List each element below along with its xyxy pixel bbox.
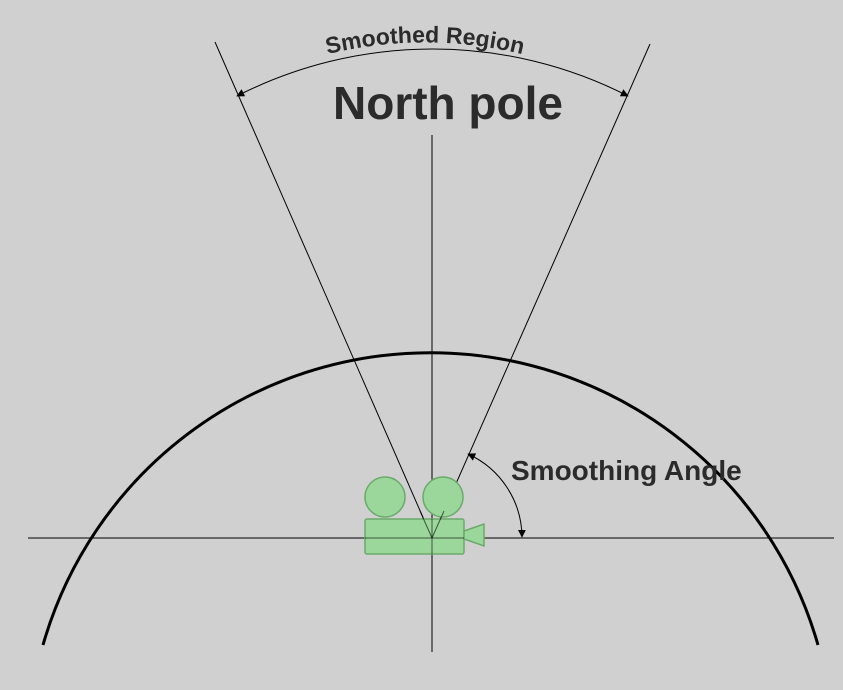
- north-pole-label: North pole: [333, 77, 563, 129]
- sphere-boundary: [41, 351, 820, 646]
- movie-camera-icon: [364, 476, 485, 555]
- smoothing-angle-label: Smoothing Angle: [511, 455, 742, 486]
- smoothing-angle-arc: [467, 453, 526, 538]
- smoothed-region-arc: [236, 48, 629, 97]
- smoothed-region-label: Smoothed Region: [323, 21, 527, 59]
- left-smoothing-boundary: [214, 41, 433, 539]
